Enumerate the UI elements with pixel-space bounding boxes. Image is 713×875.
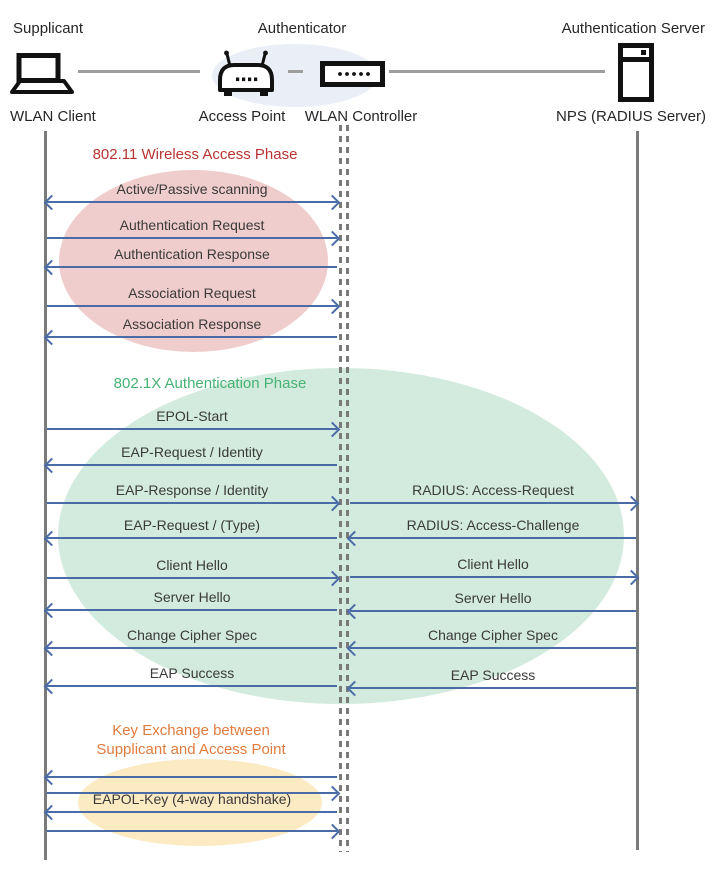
message: Authentication Request [47, 217, 341, 247]
message-arrow-line [47, 502, 337, 504]
role-supplicant: Supplicant [13, 20, 84, 37]
message [47, 785, 341, 802]
message: Client Hello [350, 556, 640, 586]
message-arrow-line [350, 687, 636, 689]
message: Server Hello [346, 590, 636, 620]
message: EAP Success [346, 667, 636, 697]
message-arrow-line [350, 647, 636, 649]
message: RADIUS: Access-Challenge [346, 517, 636, 547]
message: RADIUS: Access-Request [350, 482, 640, 512]
message-label: Server Hello [454, 590, 532, 606]
message-arrow-line [47, 237, 337, 239]
message [47, 823, 341, 840]
wlan-controller-icon [320, 61, 385, 87]
phase-8021x-title: 802.1X Authentication Phase [113, 375, 307, 392]
node-wlan-controller: WLAN Controller [304, 108, 418, 125]
message: Active/Passive scanning [43, 181, 341, 211]
message-arrow-line [47, 609, 337, 611]
lifeline-wlan-controller-left [339, 125, 342, 852]
message-label: Authentication Request [119, 217, 265, 233]
message-arrow-line [47, 647, 337, 649]
arrowhead-right-icon [324, 823, 341, 840]
message: EAPOL-Key (4-way handshake) [43, 791, 337, 821]
message-arrow-line [47, 830, 337, 832]
message-label: EAP-Request / (Type) [123, 517, 261, 533]
node-access-point: Access Point [198, 108, 286, 125]
message-label: EAPOL-Key (4-way handshake) [92, 791, 292, 807]
message-label: EAP Success [149, 665, 235, 681]
message-arrow-line [350, 537, 636, 539]
message-label: Association Response [122, 316, 262, 332]
message-arrow-line [47, 336, 337, 338]
node-wlan-client: WLAN Client [10, 108, 96, 125]
message-label: Client Hello [156, 557, 228, 573]
message-arrow-line [350, 576, 636, 578]
arrowhead-left-icon [43, 769, 60, 786]
key-exchange-title-line1: Key Exchange between [112, 722, 270, 739]
message: EPOL-Start [47, 408, 341, 438]
lifeline-nps-server [636, 131, 639, 850]
message-arrow-line [350, 502, 636, 504]
role-authenticator: Authenticator [257, 20, 347, 37]
message-arrow-line [47, 577, 337, 579]
message-arrow-line [47, 464, 337, 466]
lifeline-wlan-controller-right [346, 125, 349, 852]
phase-80211-title: 802.11 Wireless Access Phase [92, 146, 298, 163]
role-authentication-server: Authentication Server [561, 20, 705, 37]
message-arrow-line [47, 266, 337, 268]
laptop-icon [10, 52, 74, 96]
message-arrow-line [47, 792, 337, 794]
message: EAP Success [43, 665, 337, 695]
message-arrow-line [350, 610, 636, 612]
message-arrow-line [47, 776, 337, 778]
message-label: EAP-Response / Identity [115, 482, 269, 498]
message-arrow-line [47, 305, 337, 307]
message-label: Server Hello [153, 589, 231, 605]
message-arrow-line [47, 537, 337, 539]
message: EAP-Request / Identity [43, 444, 337, 474]
message-label: Authentication Response [114, 246, 270, 262]
link-line-controller-server [389, 70, 605, 73]
message [43, 769, 337, 786]
message-label: EPOL-Start [156, 408, 228, 424]
lifeline-wlan-client [44, 131, 47, 860]
message-label: Active/Passive scanning [116, 181, 268, 197]
message: EAP-Request / (Type) [43, 517, 337, 547]
message: Association Request [47, 285, 341, 315]
link-line-client-ap [78, 70, 200, 73]
message-label: EAP-Request / Identity [121, 444, 263, 460]
message-label: Association Request [128, 285, 256, 301]
server-icon [616, 43, 656, 103]
message: Client Hello [47, 557, 341, 587]
message-label: Change Cipher Spec [127, 627, 257, 643]
message: Change Cipher Spec [346, 627, 636, 657]
key-exchange-title-line2: Supplicant and Access Point [96, 741, 286, 758]
message-arrow-line [47, 428, 337, 430]
message-label: Client Hello [457, 556, 529, 572]
message: Change Cipher Spec [43, 627, 337, 657]
message-label: RADIUS: Access-Challenge [406, 517, 580, 533]
access-point-icon [215, 49, 277, 98]
message: EAP-Response / Identity [47, 482, 341, 512]
message-label: EAP Success [450, 667, 536, 683]
message: Server Hello [43, 589, 337, 619]
message: Authentication Response [43, 246, 337, 276]
node-nps-radius-server: NPS (RADIUS Server) [555, 108, 707, 125]
message-arrow-line [47, 201, 337, 203]
message-arrow-line [47, 685, 337, 687]
message-label: RADIUS: Access-Request [412, 482, 574, 498]
link-line-ap-controller [288, 70, 303, 73]
message-label: Change Cipher Spec [428, 627, 558, 643]
phase-80211-ellipse [59, 170, 328, 352]
message: Association Response [43, 316, 337, 346]
message-arrow-line [47, 811, 337, 813]
